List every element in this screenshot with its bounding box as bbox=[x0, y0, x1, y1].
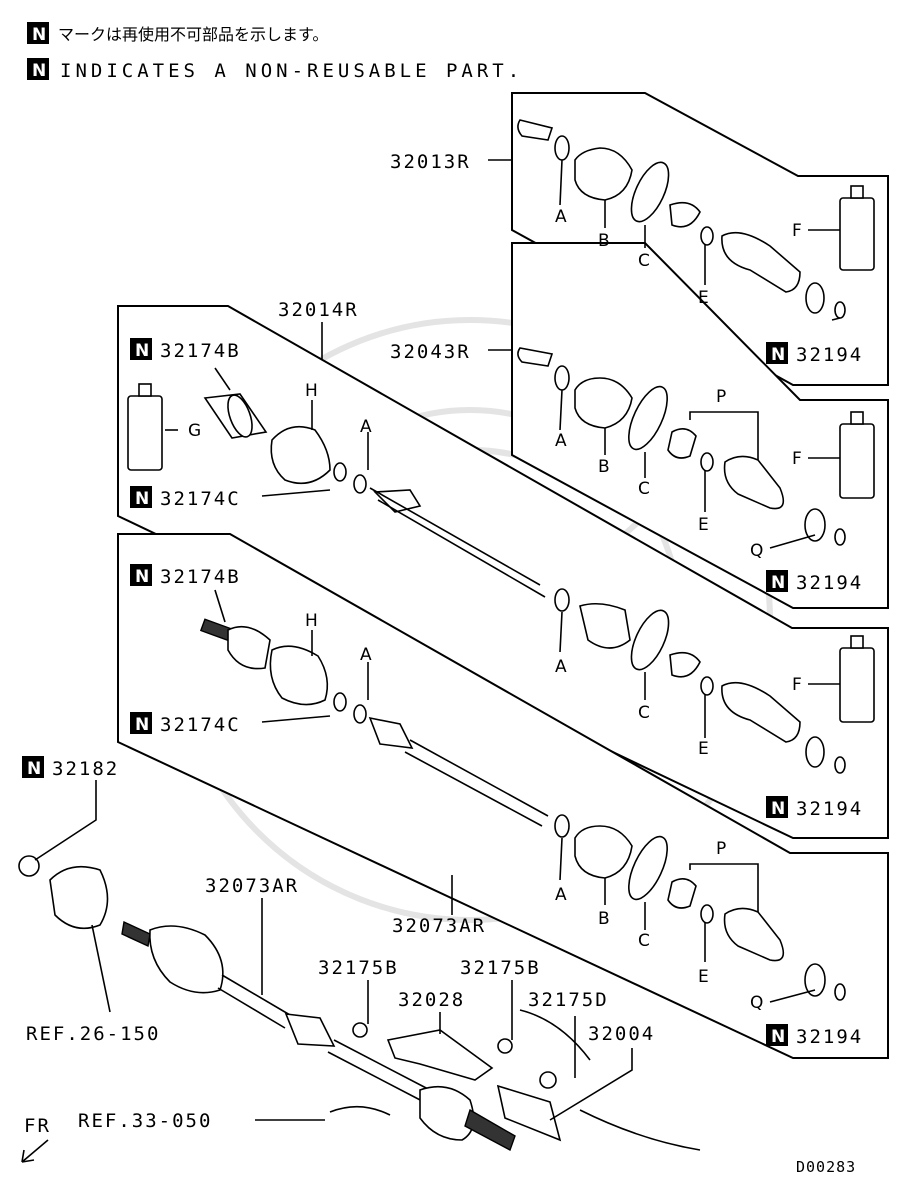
svg-text:N: N bbox=[32, 61, 46, 81]
label-32073AR-upper: 32073AR bbox=[392, 915, 486, 937]
svg-text:A: A bbox=[555, 657, 567, 677]
svg-text:P: P bbox=[716, 839, 726, 859]
svg-text:32194: 32194 bbox=[796, 798, 863, 820]
svg-text:A: A bbox=[360, 645, 372, 665]
front-direction-arrow: FR bbox=[21, 1115, 51, 1163]
svg-text:N: N bbox=[771, 799, 785, 819]
svg-text:B: B bbox=[598, 231, 610, 251]
group-lower-shaft bbox=[18, 855, 701, 1151]
label-32182: N 32182 bbox=[22, 756, 119, 780]
label-ref-26-150: REF.26-150 bbox=[26, 1023, 160, 1045]
svg-text:B: B bbox=[598, 457, 610, 477]
svg-text:A: A bbox=[555, 207, 567, 227]
group-32013R bbox=[517, 119, 875, 319]
svg-text:INDICATES A NON-REUSABLE PART.: INDICATES A NON-REUSABLE PART. bbox=[60, 60, 523, 82]
svg-text:32194: 32194 bbox=[796, 572, 863, 594]
svg-text:A: A bbox=[555, 431, 567, 451]
svg-text:E: E bbox=[698, 515, 709, 535]
frame-32043R bbox=[511, 242, 889, 609]
group-32073AR-upper bbox=[199, 618, 846, 1001]
svg-text:P: P bbox=[716, 387, 726, 407]
label-32194-3: N 32194 bbox=[766, 796, 863, 820]
svg-text:A: A bbox=[555, 885, 567, 905]
svg-text:32174B: 32174B bbox=[160, 566, 241, 588]
svg-text:H: H bbox=[305, 381, 318, 401]
group-32043R bbox=[517, 347, 875, 546]
svg-text:A: A bbox=[360, 417, 372, 437]
label-32175B-2: 32175B bbox=[460, 957, 541, 979]
svg-text:32194: 32194 bbox=[796, 1026, 863, 1048]
label-32043R: 32043R bbox=[390, 341, 471, 363]
label-32174B-1: N 32174B bbox=[130, 338, 241, 362]
label-32004: 32004 bbox=[588, 1023, 655, 1045]
svg-text:32182: 32182 bbox=[52, 758, 119, 780]
svg-text:N: N bbox=[771, 1027, 785, 1047]
svg-text:N: N bbox=[135, 715, 149, 735]
label-32174B-2: N 32174B bbox=[130, 564, 241, 588]
svg-text:F: F bbox=[792, 675, 802, 695]
label-32194-2: N 32194 bbox=[766, 570, 863, 594]
letter-labels: A B C E F A B C E F P Q G H A H A A C E … bbox=[188, 207, 802, 1013]
svg-text:Q: Q bbox=[750, 993, 763, 1013]
svg-text:F: F bbox=[792, 221, 802, 241]
svg-text:Q: Q bbox=[750, 541, 763, 561]
svg-text:N: N bbox=[135, 341, 149, 361]
svg-text:32174C: 32174C bbox=[160, 488, 241, 510]
label-32194-4: N 32194 bbox=[766, 1024, 863, 1048]
label-32194-1: N 32194 bbox=[766, 342, 863, 366]
header-note-en: N INDICATES A NON-REUSABLE PART. bbox=[27, 58, 523, 82]
label-32028: 32028 bbox=[398, 989, 465, 1011]
svg-text:C: C bbox=[638, 479, 650, 499]
svg-text:32194: 32194 bbox=[796, 344, 863, 366]
svg-text:E: E bbox=[698, 288, 709, 308]
svg-text:E: E bbox=[698, 967, 709, 987]
svg-text:C: C bbox=[638, 251, 650, 271]
svg-text:G: G bbox=[188, 421, 201, 441]
svg-text:F: F bbox=[792, 449, 802, 469]
label-32013R: 32013R bbox=[390, 151, 471, 173]
label-ref-33-050: REF.33-050 bbox=[78, 1110, 212, 1132]
label-32175D: 32175D bbox=[528, 989, 609, 1011]
svg-text:E: E bbox=[698, 739, 709, 759]
svg-text:B: B bbox=[598, 909, 610, 929]
svg-text:N: N bbox=[135, 567, 149, 587]
leader-lines bbox=[34, 159, 841, 1121]
svg-text:32174B: 32174B bbox=[160, 340, 241, 362]
svg-text:32174C: 32174C bbox=[160, 714, 241, 736]
label-32174C-2: N 32174C bbox=[130, 712, 241, 736]
svg-text:N: N bbox=[771, 345, 785, 365]
svg-text:H: H bbox=[305, 611, 318, 631]
label-32175B-1: 32175B bbox=[318, 957, 399, 979]
svg-text:C: C bbox=[638, 703, 650, 723]
svg-text:FR: FR bbox=[24, 1115, 51, 1137]
svg-text:N: N bbox=[27, 759, 41, 779]
label-32073AR-lower: 32073AR bbox=[205, 875, 299, 897]
diagram-code: D00283 bbox=[796, 1158, 856, 1176]
svg-text:N: N bbox=[32, 25, 46, 45]
group-32014R bbox=[127, 383, 875, 774]
label-32014R: 32014R bbox=[278, 299, 359, 321]
svg-text:N: N bbox=[771, 573, 785, 593]
svg-text:N: N bbox=[135, 489, 149, 509]
svg-text:C: C bbox=[638, 931, 650, 951]
label-32174C-1: N 32174C bbox=[130, 486, 241, 510]
header-note-jp: N マークは再使用不可部品を示します。 bbox=[27, 22, 328, 45]
svg-text:マークは再使用不可部品を示します。: マークは再使用不可部品を示します。 bbox=[58, 25, 328, 44]
